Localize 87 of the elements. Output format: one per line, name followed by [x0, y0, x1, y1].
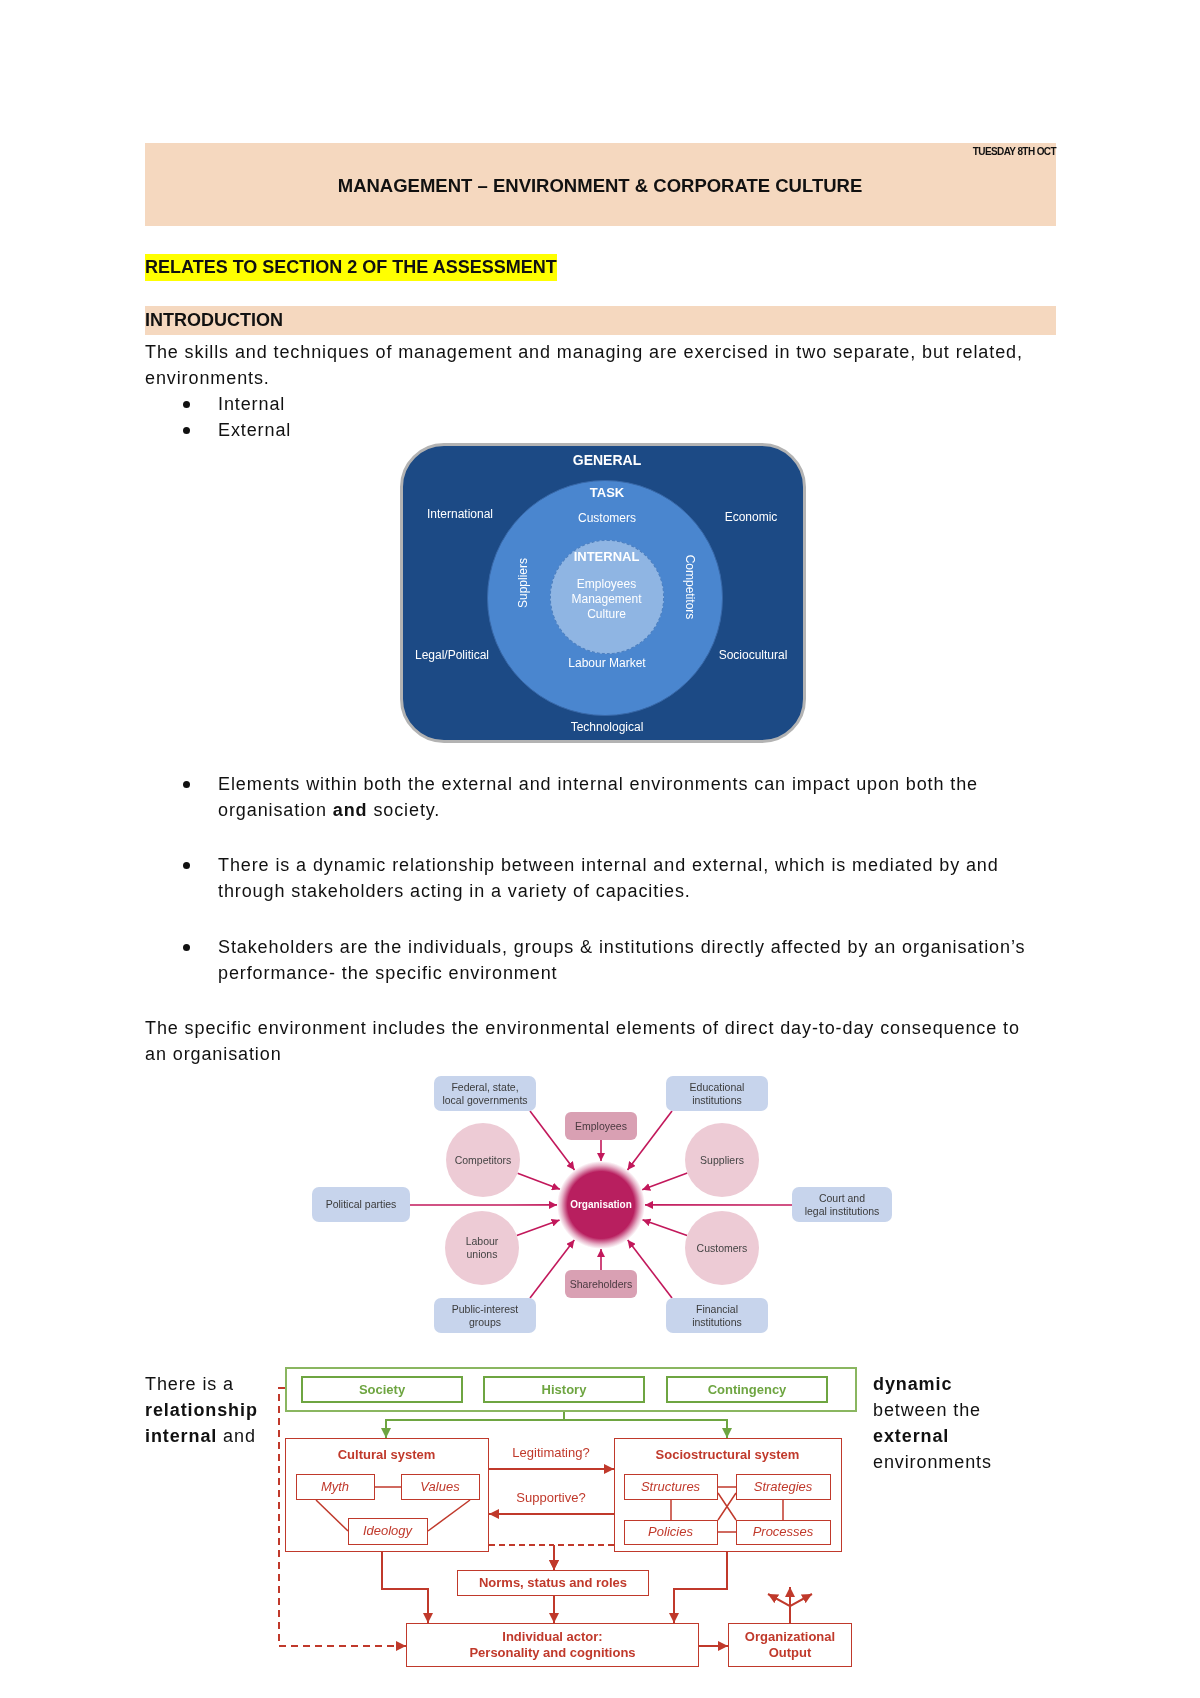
- context-box: Society: [301, 1376, 463, 1403]
- bullet-text: Stakeholders are the individuals, groups & institutions directly affected by an organisation’s performance- the specific environment: [218, 936, 1027, 985]
- arrow: [409, 1200, 558, 1209]
- element-box: Myth: [295, 1473, 375, 1500]
- arrow: [597, 1139, 605, 1162]
- system-box: [614, 1438, 842, 1552]
- stakeholder-circle: Suppliers: [685, 1123, 759, 1197]
- connector-line: [717, 1492, 737, 1521]
- stakeholder-box: Public-interest groups: [434, 1298, 536, 1333]
- body-text: The specific environment includes the environmental elements of direct day-to-day consequence to an organisation: [145, 1017, 1021, 1066]
- arrow: [529, 1239, 576, 1299]
- box-title: Sociostructural system: [655, 1446, 800, 1463]
- dashed-arrow: [549, 1544, 615, 1571]
- stakeholder-box: Educational institutions: [666, 1076, 768, 1111]
- connector-line: [670, 1499, 672, 1521]
- element-box: Values: [400, 1473, 480, 1500]
- edge-label: Supportive?: [513, 1490, 589, 1506]
- arrow: [644, 1200, 793, 1209]
- body-text: The skills and techniques of management and managing are exercised in two separate, but related, environments.: [145, 341, 1024, 390]
- system-box: [285, 1438, 489, 1552]
- arrow: [626, 1239, 673, 1299]
- stakeholder-circle: Competitors: [446, 1123, 520, 1197]
- element-box: Processes: [735, 1519, 831, 1545]
- stakeholder-circle: Labour unions: [445, 1211, 519, 1285]
- stakeholder-box: Employees: [565, 1112, 637, 1140]
- arrow: [529, 1110, 576, 1171]
- context-box: History: [483, 1376, 645, 1403]
- arrow: [516, 1172, 561, 1191]
- stakeholder-box: Federal, state, local governments: [434, 1076, 536, 1111]
- environment-panel: [400, 443, 806, 743]
- box-title: Cultural system: [337, 1446, 436, 1463]
- arrow: [563, 1411, 732, 1439]
- dashed-arrow: [278, 1387, 407, 1651]
- body-text: There is a relationship internal and: [145, 1373, 259, 1448]
- section-heading: INTRODUCTION: [145, 306, 1056, 335]
- connector-line: [782, 1499, 784, 1521]
- bullet-text: Elements within both the external and internal environments can impact upon both the organisation and society.: [218, 773, 979, 822]
- arrow: [641, 1172, 689, 1191]
- connector-line: [374, 1486, 402, 1488]
- arrow: [626, 1110, 673, 1171]
- element-box: Policies: [623, 1519, 718, 1545]
- bullet-text: There is a dynamic relationship between internal and external, which is mediated by and through stakeholders acting in a variety of capacities.: [218, 854, 1000, 903]
- ring-heading: TASK: [589, 484, 625, 502]
- arrow: [381, 1551, 433, 1624]
- context-box: Contingency: [666, 1376, 828, 1403]
- element-box: Strategies: [735, 1473, 831, 1500]
- page-title: MANAGEMENT – ENVIRONMENT & CORPORATE CULTURE: [337, 175, 863, 197]
- factor-label: Economic: [724, 509, 778, 525]
- factor-label: Technological: [570, 719, 644, 735]
- body-text: dynamic between the external environments: [873, 1373, 993, 1474]
- ring-heading: GENERAL: [572, 452, 642, 470]
- ring-heading: INTERNAL: [573, 548, 640, 565]
- connector-line: [717, 1486, 737, 1488]
- output-box: Organizational Output: [728, 1623, 852, 1667]
- factor-label: International: [427, 506, 493, 522]
- arrow: [516, 1218, 561, 1237]
- bullet-text: External: [218, 419, 292, 442]
- stakeholder-box: Political parties: [312, 1187, 410, 1222]
- date-label: TUESDAY 8TH OCT: [972, 146, 1056, 158]
- stakeholder-box: Shareholders: [565, 1270, 637, 1298]
- arrow: [789, 1593, 813, 1624]
- factor-label: Customers: [578, 510, 636, 526]
- factor-label: Suppliers: [515, 558, 531, 608]
- stakeholder-box: Financial institutions: [666, 1298, 768, 1333]
- arrow: [549, 1595, 559, 1624]
- element-box: Ideology: [347, 1517, 428, 1545]
- arrow: [597, 1248, 605, 1271]
- factor-label: Employees Management Culture: [570, 576, 643, 621]
- element-box: Structures: [623, 1473, 718, 1500]
- arrow: [698, 1641, 729, 1651]
- arrow: [488, 1509, 615, 1519]
- process-box: Norms, status and roles: [457, 1570, 649, 1596]
- highlighted-heading: RELATES TO SECTION 2 OF THE ASSESSMENT: [145, 254, 557, 281]
- process-box: Individual actor: Personality and cognitions: [406, 1623, 699, 1667]
- factor-label: Competitors: [681, 554, 697, 620]
- connector-line: [717, 1531, 737, 1533]
- stakeholder-circle: Customers: [685, 1211, 759, 1285]
- arrow: [669, 1551, 728, 1624]
- stakeholder-box: Court and legal institutions: [792, 1187, 892, 1222]
- organisation-circle: Organisation: [557, 1161, 645, 1249]
- arrow: [641, 1218, 688, 1237]
- factor-label: Sociocultural: [718, 647, 788, 663]
- bullet-text: Internal: [218, 393, 286, 416]
- factor-label: Legal/Political: [415, 647, 489, 663]
- context-frame: [285, 1367, 857, 1412]
- arrow: [488, 1464, 615, 1474]
- factor-label: Labour Market: [568, 655, 646, 671]
